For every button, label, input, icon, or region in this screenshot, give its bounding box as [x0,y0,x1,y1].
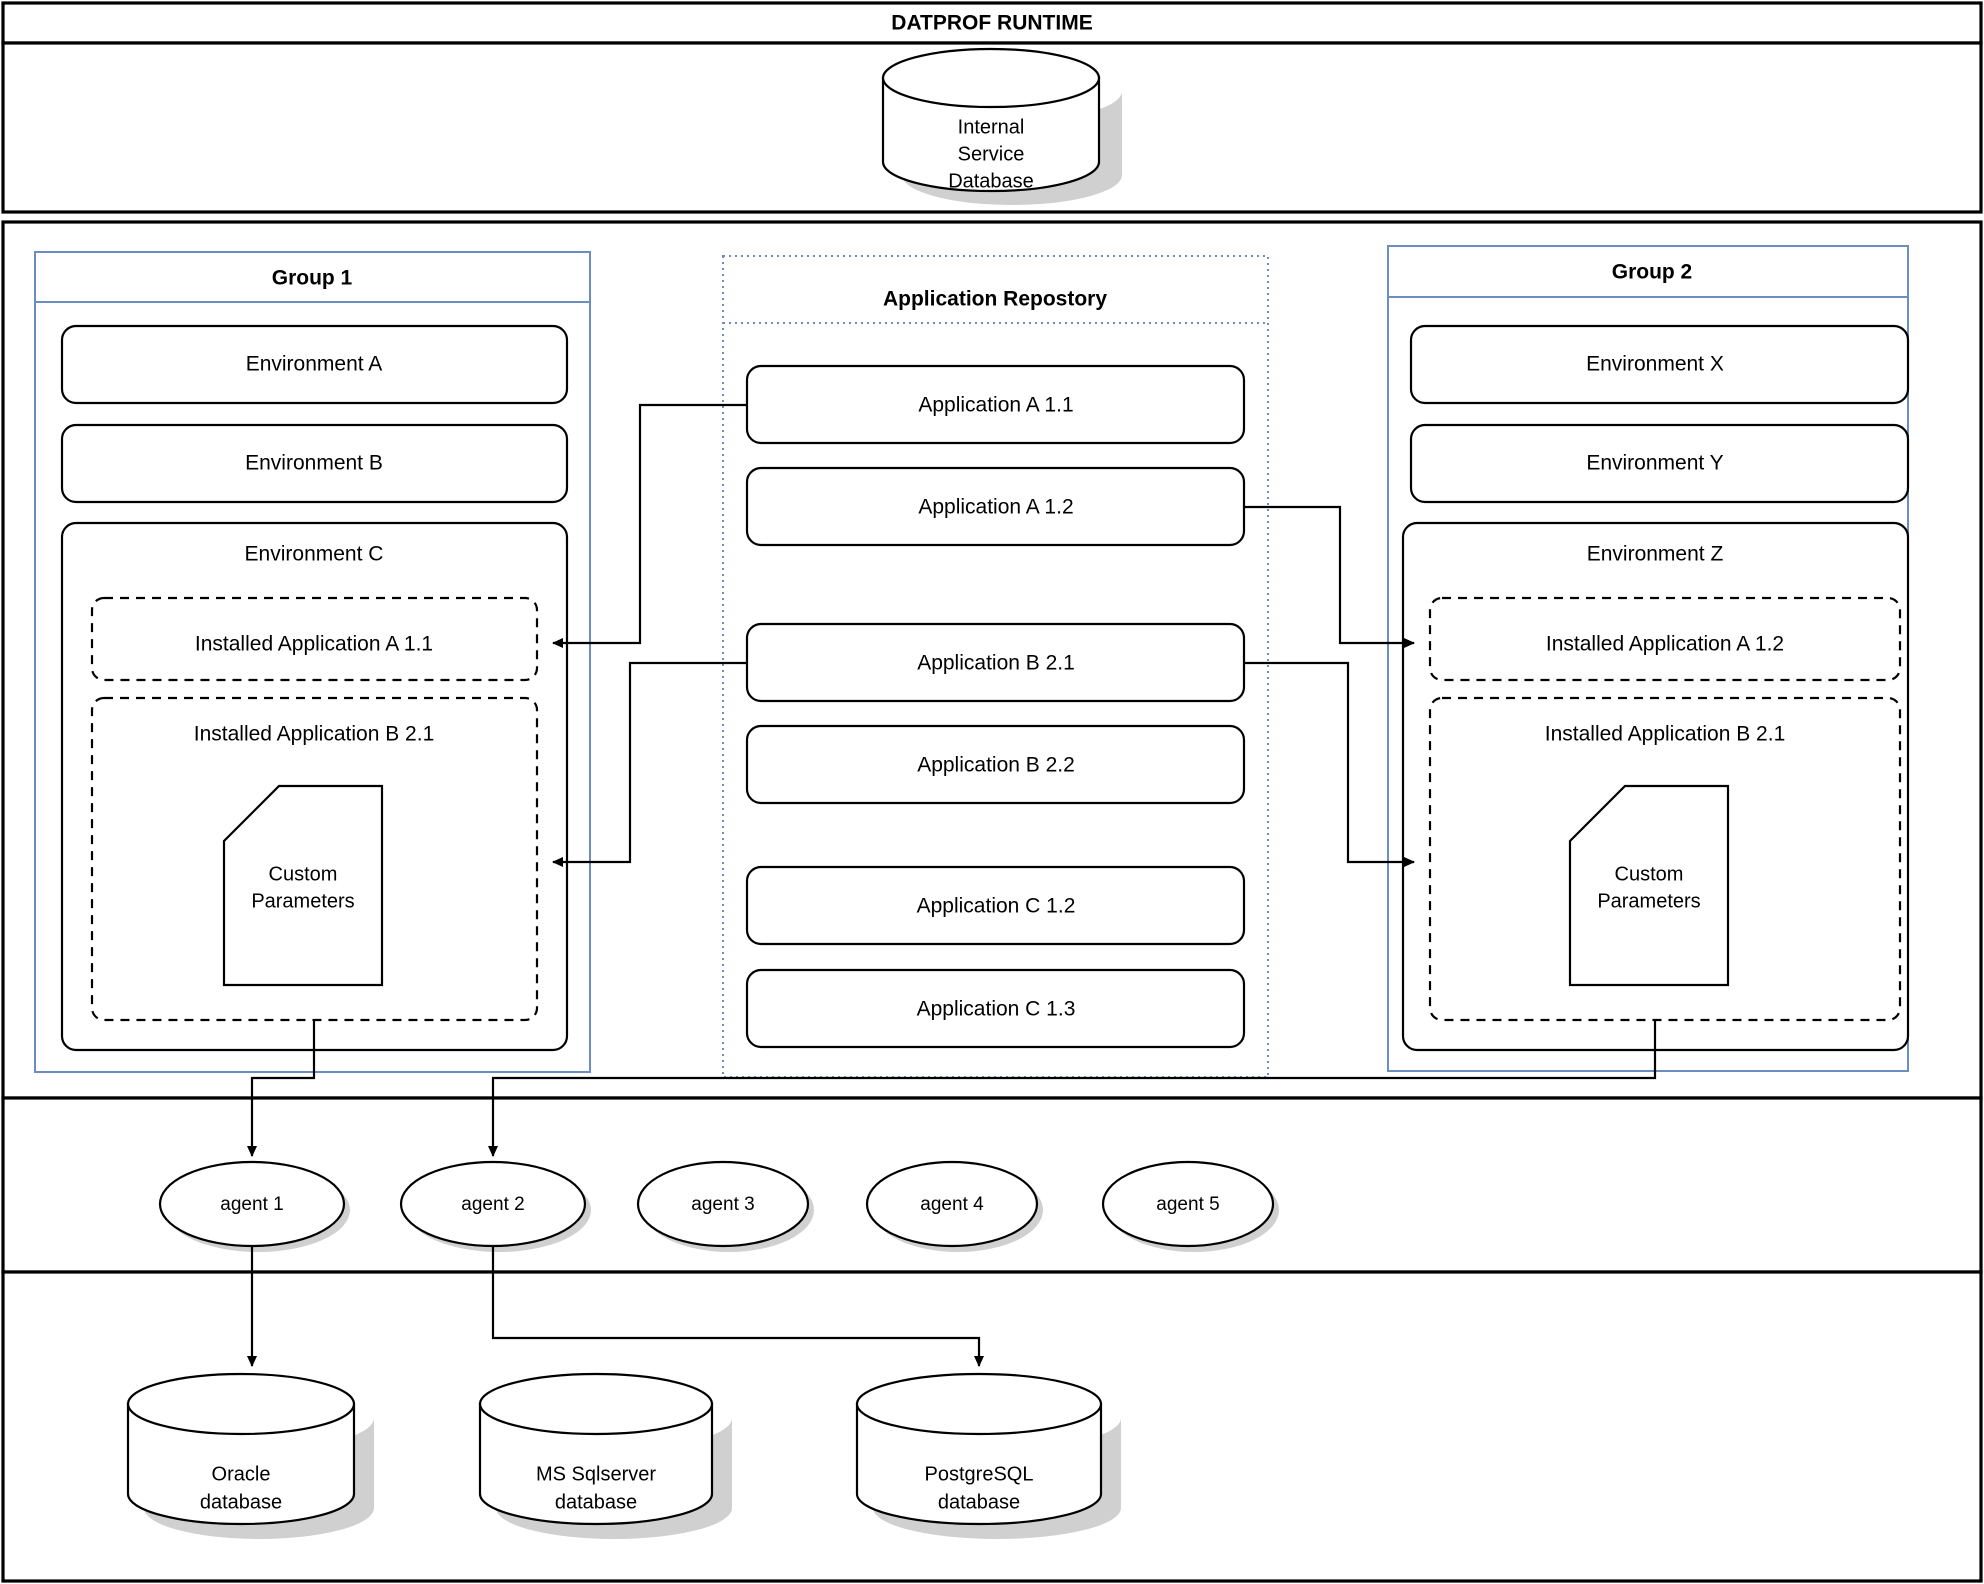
group1-environment-a-label: Environment A [246,353,383,376]
mssql-database-line-1: MS Sqlserver [536,1463,656,1485]
oracle-database-line-1: Oracle [212,1463,271,1485]
repository-app-c-1-2-label: Application C 1.2 [917,895,1076,918]
connector-app-a12-to-group2 [1244,505,1415,648]
repository-app-c-1-3-label: Application C 1.3 [917,998,1076,1021]
postgresql-database-line-2: database [938,1491,1020,1513]
group1-installed-app-a[interactable] [90,596,539,682]
agent-2-label: agent 2 [461,1194,524,1215]
connector-app-b21-to-group2 [1244,661,1415,867]
group1-installed-app-a-label: Installed Application A 1.1 [195,633,433,656]
group2-custom-parameters-note[interactable] [1568,784,1730,987]
repository-app-a-1-1-label: Application A 1.1 [918,394,1073,417]
page-title: DATPROF RUNTIME [891,12,1092,35]
repository-app-b-2-2-label: Application B 2.2 [917,754,1075,777]
group1-environment-b[interactable] [60,423,569,504]
agent-3[interactable] [636,1160,810,1248]
agent-3-label: agent 3 [691,1194,754,1215]
postgresql-database-line-1: PostgreSQL [925,1463,1034,1485]
group1-custom-parameters-note[interactable] [222,784,384,987]
repository-app-b-2-2[interactable] [745,724,1246,805]
mssql-database-cylinder[interactable] [478,1372,732,1539]
agent-5-label: agent 5 [1156,1194,1219,1215]
repository-app-b-2-1-label: Application B 2.1 [917,652,1075,675]
connector-group2-to-agent-2 [488,1020,1657,1157]
group1-installed-app-b-label: Installed Application B 2.1 [194,723,435,746]
repository-app-c-1-3[interactable] [745,968,1246,1049]
group2-title: Group 2 [1612,261,1693,284]
connector-app-b21-to-group1 [552,661,747,867]
group2-environment-y-label: Environment Y [1586,452,1723,475]
group1-custom-parameters-line-2: Parameters [251,890,354,912]
group2-installed-app-b-label: Installed Application B 2.1 [1545,723,1786,746]
internal-service-database-cylinder [881,47,1122,205]
connector-app-a11-to-group1 [552,403,747,648]
agent-5[interactable] [1101,1160,1275,1248]
group1-custom-parameters-line-1: Custom [269,863,338,885]
group2-custom-parameters-line-1: Custom [1615,863,1684,885]
internal-db-line-2: Service [958,143,1025,165]
repository-app-a-1-2-label: Application A 1.2 [918,496,1073,519]
group2-installed-app-b[interactable] [1428,696,1902,1022]
group1-title: Group 1 [272,267,353,290]
group2-environment-z-label: Environment Z [1587,543,1724,566]
agent-1-label: agent 1 [220,1194,283,1215]
group2-environment-x[interactable] [1409,324,1910,405]
agent-4-label: agent 4 [920,1194,984,1215]
postgresql-database-cylinder[interactable] [855,1372,1121,1539]
group2-custom-parameters-line-2: Parameters [1597,890,1700,912]
group2-environment-y[interactable] [1409,423,1910,504]
connector-group1-to-agent-1 [247,1020,316,1157]
group1-environment-c-label: Environment C [245,543,384,566]
connector-agent-2-to-postgresql [491,1246,984,1367]
oracle-database-line-2: database [200,1491,282,1513]
group1-environment-b-label: Environment B [245,452,383,475]
group2-environment-x-label: Environment X [1586,353,1724,376]
oracle-database-cylinder[interactable] [126,1372,374,1539]
internal-db-line-1: Internal [958,116,1025,138]
internal-db-line-3: Database [948,170,1034,192]
group1-environment-a[interactable] [60,324,569,405]
agent-4[interactable] [865,1160,1039,1248]
mssql-database-line-2: database [555,1491,637,1513]
repository-app-c-1-2[interactable] [745,865,1246,946]
repository-title: Application Repostory [883,288,1107,311]
group2-installed-app-a-label: Installed Application A 1.2 [1546,633,1784,656]
